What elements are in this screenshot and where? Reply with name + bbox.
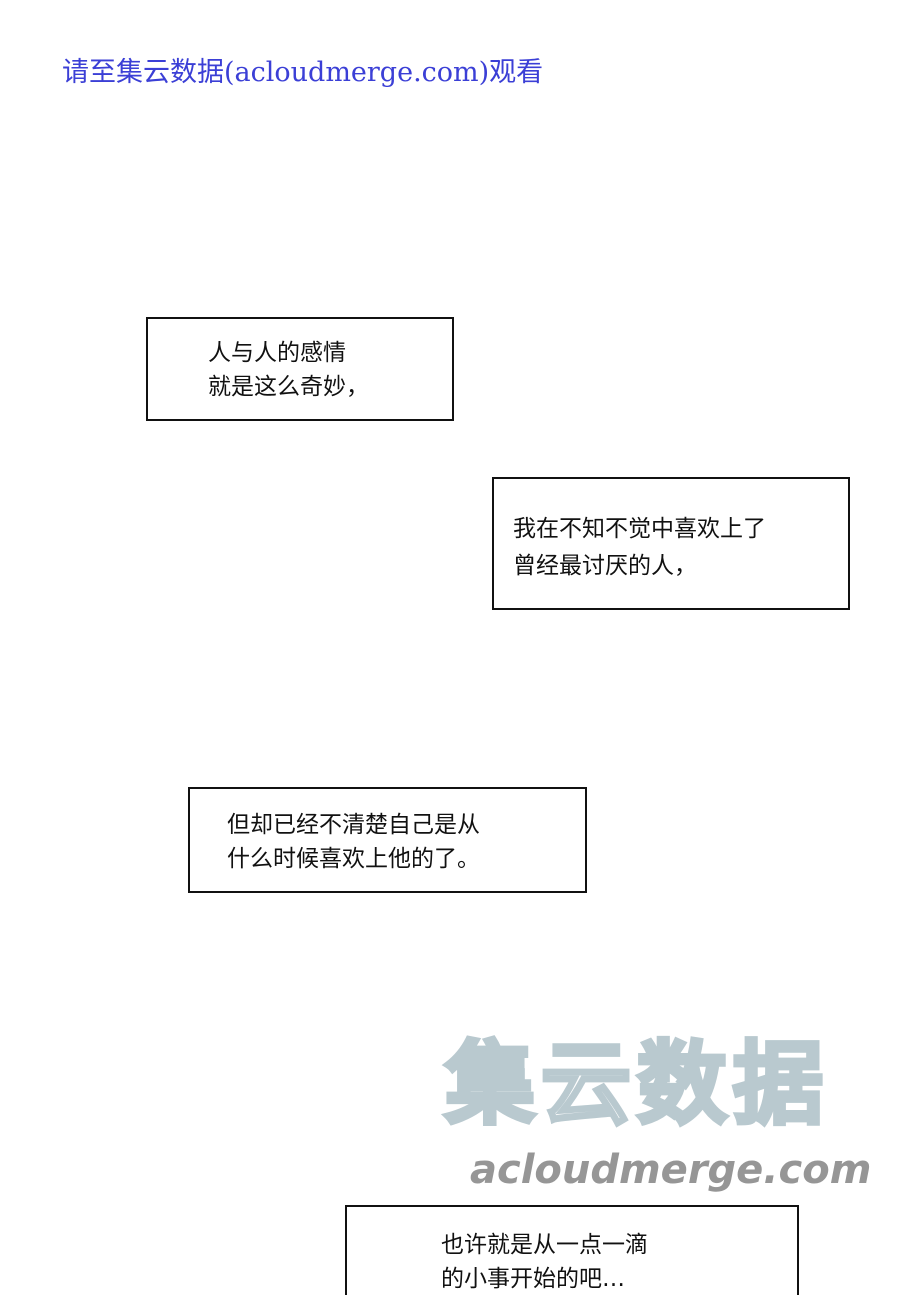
caption-line: 人与人的感情 — [208, 340, 346, 366]
watermark-url: acloudmerge.com — [470, 1147, 872, 1193]
caption-line: 的小事开始的吧… — [441, 1266, 625, 1292]
caption-line: 但却已经不清楚自己是从 — [227, 812, 480, 838]
caption-box-4: 也许就是从一点一滴 的小事开始的吧… — [345, 1205, 799, 1295]
watermark-logo: 集云数据 — [443, 1032, 829, 1137]
caption-line: 也许就是从一点一滴 — [441, 1232, 648, 1258]
caption-line: 就是这么奇妙， — [208, 374, 369, 400]
caption-box-3: 但却已经不清楚自己是从 什么时候喜欢上他的了。 — [188, 787, 587, 893]
caption-line: 什么时候喜欢上他的了。 — [227, 846, 480, 872]
site-notice-text: 请至集云数据(acloudmerge.com)观看 — [62, 57, 544, 88]
caption-line: 我在不知不觉中喜欢上了 — [513, 516, 766, 542]
caption-box-2: 我在不知不觉中喜欢上了 曾经最讨厌的人， — [492, 477, 850, 610]
caption-box-1: 人与人的感情 就是这么奇妙， — [146, 317, 454, 421]
caption-line: 曾经最讨厌的人， — [513, 553, 697, 579]
